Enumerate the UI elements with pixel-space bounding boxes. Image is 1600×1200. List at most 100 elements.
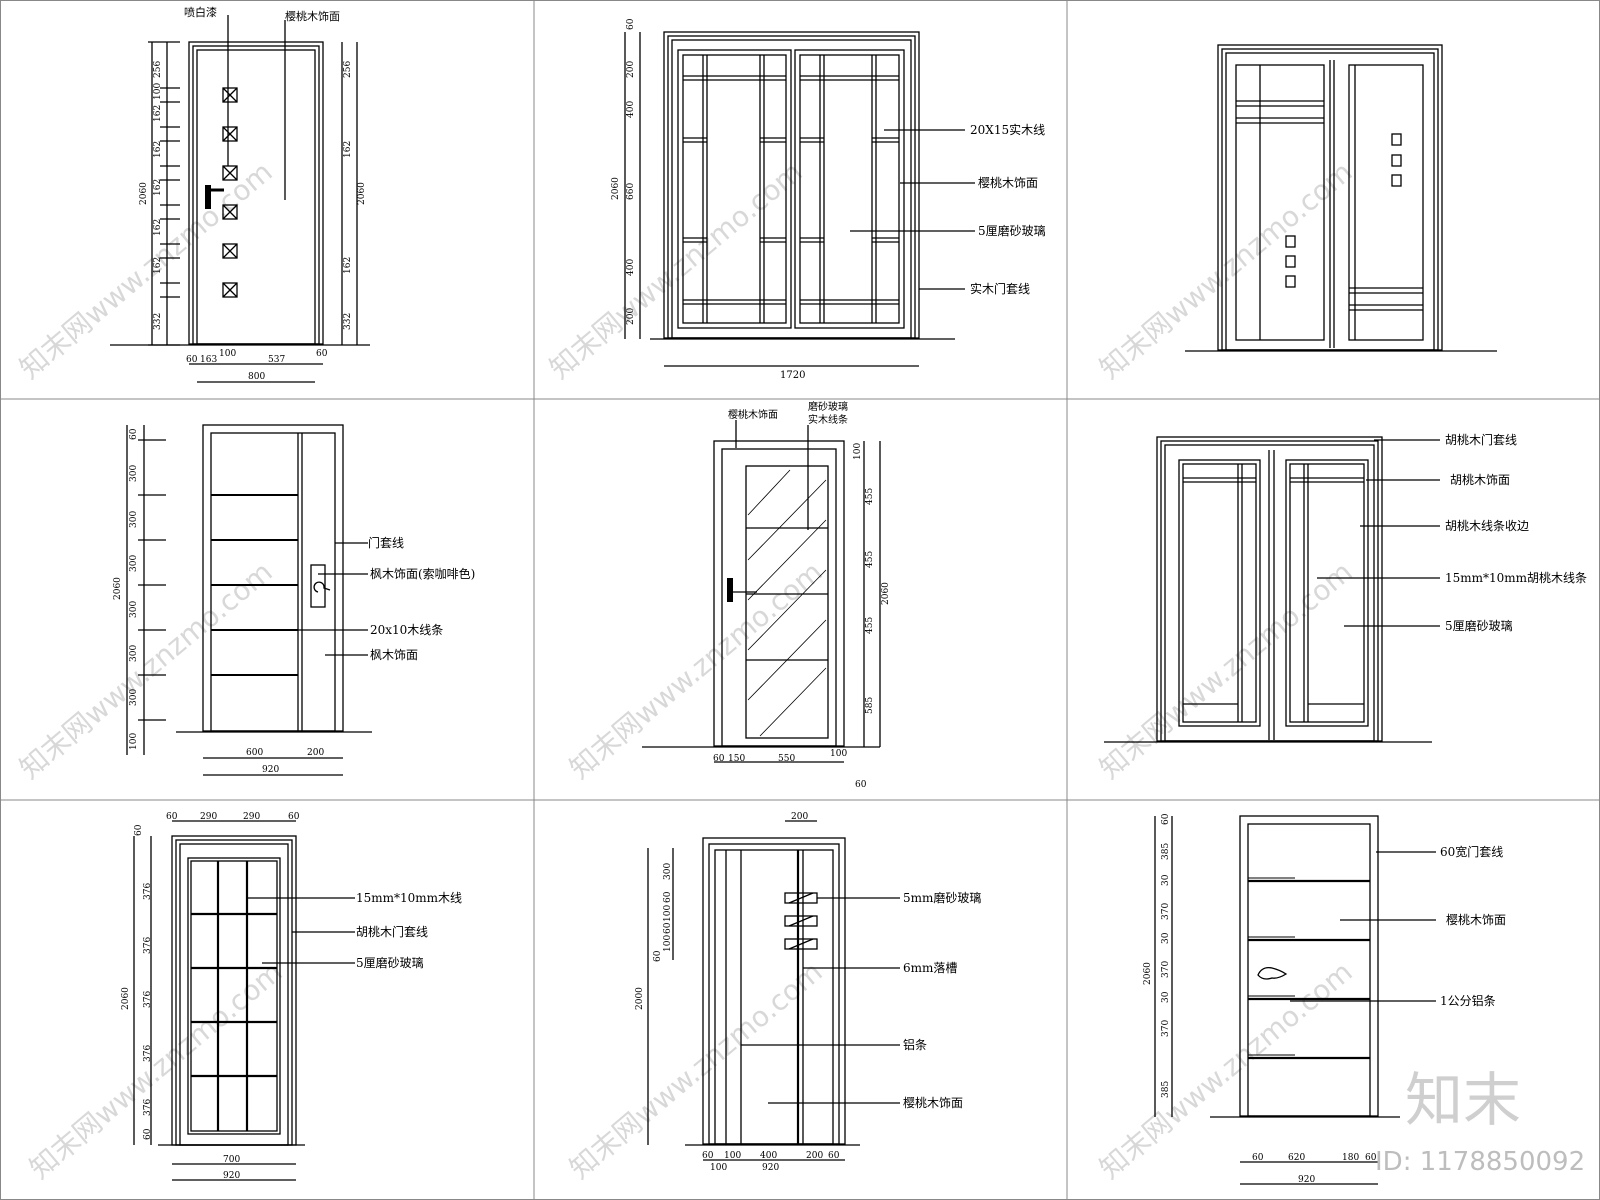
dim-label: 256: [343, 61, 353, 78]
square-glass-panes: [1285, 133, 1402, 288]
dimension-bottom: 600 200 920: [203, 748, 343, 776]
panel-2-double-door: 20X15实木线 樱桃木饰面 5厘磨砂玻璃 实木门套线 60 200 400 6…: [611, 18, 1046, 381]
dim-label: 162: [343, 141, 353, 158]
dim-label-total: 2000: [635, 987, 645, 1010]
dim-label-total: 920: [762, 1163, 779, 1173]
dim-label: 660: [626, 183, 636, 200]
dim-label-total: 2060: [1143, 962, 1153, 985]
dim-label: 100: [724, 1151, 741, 1161]
dim-label: 376: [143, 991, 153, 1008]
dim-label: 200: [626, 308, 636, 325]
label-maple-veneer: 枫木饰面: [370, 647, 418, 662]
dim-label: 60: [828, 1151, 840, 1161]
dimension-bottom: 60 150 550 100 60: [713, 749, 867, 790]
label-solid-wood-strip: 20X15实木线: [970, 122, 1045, 137]
dim-label: 60: [855, 780, 867, 790]
dim-label: 100: [853, 443, 863, 460]
watermark-id: ID: 1178850092: [1375, 1147, 1585, 1177]
dim-label: 60: [129, 428, 139, 440]
dim-label: 100: [663, 905, 673, 922]
dimension-left: 60 200 400 660 400 200 2060: [611, 18, 641, 339]
dim-label: 585: [865, 697, 875, 714]
dim-label: 455: [865, 551, 875, 568]
watermark-text: 知末网www.znzmo.com: [543, 155, 808, 385]
label-frosted-glass: 5厘磨砂玻璃: [356, 956, 424, 970]
dim-label: 332: [153, 313, 163, 330]
door-handle-icon: [1257, 967, 1288, 980]
glass-slot-panes: [784, 892, 818, 950]
dim-label: 300: [129, 689, 139, 706]
dim-label: 400: [626, 101, 636, 118]
glass-hatch: [747, 469, 827, 737]
watermark-text: 知末网www.znzmo.com: [23, 955, 288, 1185]
dim-label: 200: [806, 1151, 823, 1161]
label-door-casing: 门套线: [368, 535, 404, 550]
label-walnut-strip-size: 15mm*10mm胡桃木线条: [1445, 570, 1587, 585]
watermark-text: 知末网www.znzmo.com: [1093, 955, 1358, 1185]
label-frosted-glass: 5厘磨砂玻璃: [1445, 619, 1513, 633]
dim-label: 60: [143, 1128, 153, 1140]
dim-label: 376: [143, 937, 153, 954]
dim-label: 60: [1252, 1153, 1264, 1163]
door-lock-icon: [310, 564, 326, 608]
dim-label: 100: [219, 349, 236, 359]
dim-label: 30: [1161, 932, 1171, 944]
dim-label: 60: [288, 812, 300, 822]
dim-label-total: 2060: [139, 182, 149, 205]
label-maple-veneer-coffee: 枫木饰面(索咖啡色): [370, 566, 475, 581]
dim-label-total: 2060: [881, 582, 891, 605]
dim-label: 300: [129, 601, 139, 618]
dim-label: 600: [246, 748, 263, 758]
dim-label-total: 2060: [611, 177, 621, 200]
dim-label-total: 1720: [780, 370, 805, 381]
label-walnut-veneer: 胡桃木饰面: [1450, 472, 1510, 487]
label-walnut-edge-strip: 胡桃木线条收边: [1445, 518, 1529, 533]
label-cherry-veneer: 樱桃木饰面: [903, 1095, 963, 1110]
dim-label: 100: [663, 935, 673, 952]
dim-label: 376: [143, 1099, 153, 1116]
watermark-text: 知末网www.znzmo.com: [13, 555, 278, 785]
dim-label-total: 920: [223, 1171, 240, 1181]
label-wood-strip: 20x10木线条: [370, 623, 443, 637]
dimension-top: 200: [785, 812, 817, 822]
dim-label: 200: [307, 748, 324, 758]
label-wood-strip: 15mm*10mm木线: [356, 891, 462, 905]
label-cherry-veneer: 樱桃木饰面: [1446, 912, 1506, 927]
dim-label: 700: [223, 1155, 240, 1165]
dim-label: 60: [702, 1151, 714, 1161]
dim-label: 162: [343, 257, 353, 274]
dim-label: 60: [134, 824, 144, 836]
panel-3-double-door: [1185, 44, 1497, 352]
dimension-right: 100 455 455 455 585 2060: [853, 441, 891, 747]
dim-label: 100: [153, 83, 163, 100]
dim-label: 400: [626, 259, 636, 276]
dim-label: 550: [778, 754, 795, 764]
dim-label-total: 2060: [121, 987, 131, 1010]
dimension-bottom: 700 920: [172, 1155, 296, 1181]
dim-label: 180: [1342, 1153, 1359, 1163]
dim-label: 300: [129, 511, 139, 528]
label-groove: 6mm落槽: [903, 961, 957, 975]
dim-label: 332: [343, 313, 353, 330]
dim-label: 60: [1161, 813, 1171, 825]
dim-label: 150: [728, 754, 745, 764]
dim-label: 30: [1161, 991, 1171, 1003]
dim-label: 200: [791, 812, 808, 822]
dim-label: 162: [153, 257, 163, 274]
panel-1-door-elevation: 喷白漆 樱桃木饰面 256 100 162 162 162 162 162 33…: [110, 5, 370, 383]
dim-label: 300: [129, 645, 139, 662]
dim-label: 370: [1161, 903, 1171, 920]
watermark-text: 知末网www.znzmo.com: [1093, 555, 1358, 785]
brand-watermark: 知末: [1405, 1066, 1521, 1134]
dim-label: 100: [129, 733, 139, 750]
panel-4-door-elevation: 门套线 枫木饰面(索咖啡色) 20x10木线条 枫木饰面 60 300 300 …: [113, 424, 475, 776]
dim-label: 385: [1161, 1081, 1171, 1098]
dim-label: 376: [143, 1045, 153, 1062]
dimension-top: 60 290 290 60: [166, 812, 300, 822]
dim-label: 162: [153, 105, 163, 122]
watermark-text: 知末网www.znzmo.com: [563, 955, 828, 1185]
dim-label: 400: [760, 1151, 777, 1161]
dimension-bottom: 60 620 180 60 920: [1240, 1153, 1378, 1185]
label-frosted-glass: 磨砂玻璃: [808, 400, 848, 413]
dim-label-total: 920: [262, 765, 279, 775]
